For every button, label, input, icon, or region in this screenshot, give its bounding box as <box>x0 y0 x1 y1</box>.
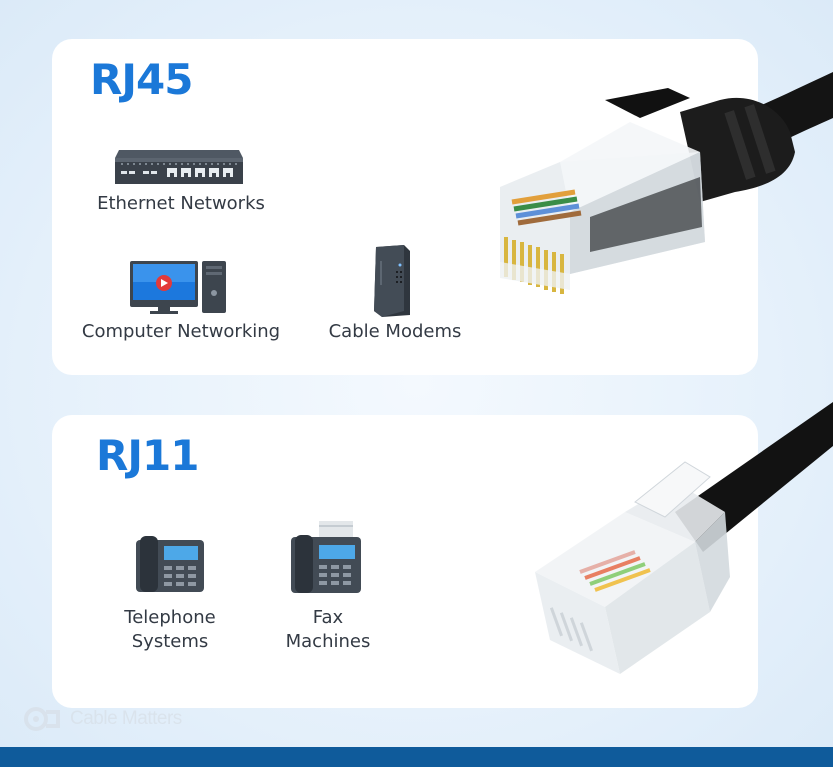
rj11-connector-image <box>535 402 833 674</box>
desktop-computer-icon <box>130 261 226 314</box>
network-switch-icon <box>115 150 243 184</box>
cable-modem-icon <box>374 245 410 317</box>
computer-networking-label: Computer Networking <box>81 321 281 342</box>
fax-label-line1: Fax <box>312 607 344 628</box>
cable-modems-label: Cable Modems <box>328 321 462 342</box>
rj45-connector-image <box>500 72 833 294</box>
desk-phone-icon <box>136 536 204 592</box>
rj45-title: RJ45 <box>90 55 193 104</box>
cable-matters-logo-icon <box>24 707 60 731</box>
ethernet-networks-label: Ethernet Networks <box>97 193 265 214</box>
bottom-bar <box>0 747 833 767</box>
fax-machine-icon <box>291 521 361 593</box>
rj11-title: RJ11 <box>96 431 199 480</box>
cable-matters-logo: Cable Matters <box>24 706 204 732</box>
cable-matters-logo-text: Cable Matters <box>70 708 182 729</box>
telephone-label-line2: Systems <box>131 631 209 652</box>
fax-label-line2: Machines <box>285 631 371 652</box>
telephone-label-line1: Telephone <box>124 607 216 628</box>
